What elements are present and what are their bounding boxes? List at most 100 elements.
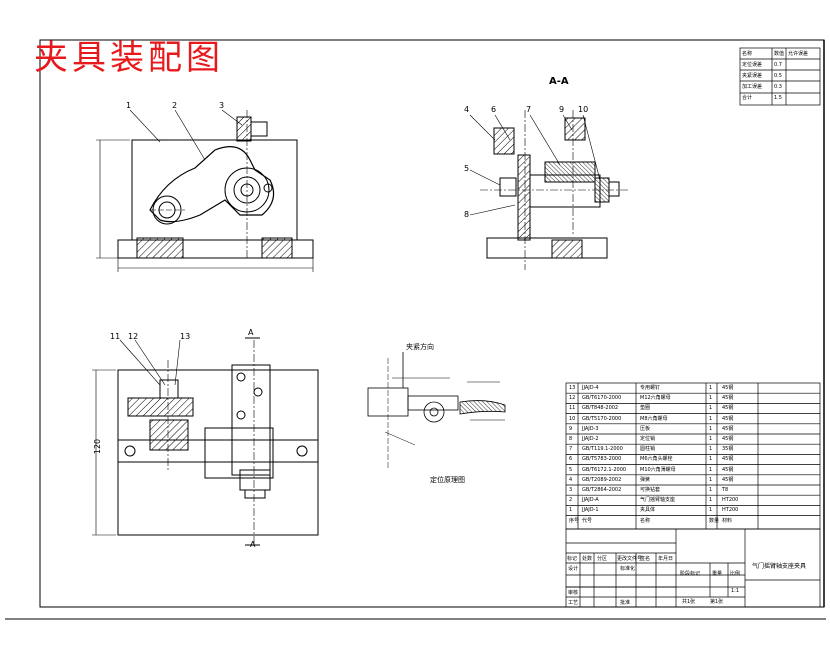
bom-cell: 垫圈 <box>640 405 651 412</box>
signature-label: 签名 <box>640 556 651 562</box>
bom-header-cell: 代号 <box>582 517 593 524</box>
bom-cell: JJAJD-3 <box>582 425 599 432</box>
bom-cell: 弹簧 <box>640 476 651 483</box>
bom-cell: HT200 <box>722 497 739 504</box>
bom-cell: M8六角螺母 <box>640 415 668 422</box>
bom-cell: 9 <box>569 425 573 432</box>
bom-cell: 1 <box>709 446 713 453</box>
callout-4: 4 <box>464 105 470 114</box>
bom-cell: 45钢 <box>722 415 734 422</box>
sheets-label: 共1张 <box>682 599 696 605</box>
bom-cell: 7 <box>569 446 573 453</box>
bom-cell: GB/T5783-2000 <box>582 456 622 463</box>
bom-cell: 1 <box>709 456 713 463</box>
bom-cell: GB/T119.1-2000 <box>582 446 623 453</box>
drawing-name: 气门摇臂轴支座夹具 <box>752 563 807 570</box>
section-marker-top: A <box>248 328 254 337</box>
section-view <box>469 110 630 270</box>
tolerance-cell: 合计 <box>742 95 753 101</box>
bom-cell: GB/T6172.1-2000 <box>582 466 627 473</box>
tolerance-cell: 0.3 <box>774 84 782 90</box>
locating-diagram-label: 定位原理图 <box>430 476 465 484</box>
bom-cell: 4 <box>569 476 573 483</box>
date-label: 年月日 <box>658 556 674 562</box>
bom-cell: 2 <box>569 497 573 504</box>
tolerance-cell: 定位误差 <box>742 62 763 68</box>
stage-label: 阶段标记 <box>680 571 701 577</box>
front-view <box>96 109 314 272</box>
bom-cell: HT200 <box>722 507 739 514</box>
bom-cell: 1 <box>709 476 713 483</box>
bom-cell: M10六角薄螺母 <box>640 466 676 473</box>
bom-cell: 1 <box>709 466 713 473</box>
bom-cell: 10 <box>569 415 576 422</box>
callout-5: 5 <box>464 164 470 173</box>
outer-frame <box>39 39 825 608</box>
bom-cell: 1 <box>709 385 713 391</box>
bom-cell: 专用螺钉 <box>640 385 661 391</box>
bom-cell: 压板 <box>640 425 651 432</box>
review-label: 审核 <box>568 590 579 596</box>
bom-cell: 6 <box>569 456 573 463</box>
bom-cell: 1 <box>709 436 713 442</box>
dimension-120: 120 <box>93 438 103 455</box>
scale-value: 1:1 <box>731 588 740 594</box>
bom-cell: T8 <box>722 487 729 493</box>
tolerance-cell: 0.7 <box>774 62 782 68</box>
callout-2: 2 <box>172 101 178 110</box>
bom-cell: 12 <box>569 395 576 402</box>
bom-cell: 8 <box>569 436 573 442</box>
bom-header-cell: 名称 <box>640 517 651 524</box>
standard-label: 标准化 <box>620 566 636 572</box>
bom-cell: JJAJD-2 <box>582 436 599 442</box>
tolerance-cell: 1.5 <box>774 95 782 101</box>
bom-cell: 1 <box>709 487 713 493</box>
bom-cell: 11 <box>569 405 576 412</box>
process-label: 工艺 <box>568 600 579 606</box>
bom-cell: JJAJD-1 <box>582 507 599 514</box>
bom-cell: 可换钻套 <box>640 487 661 493</box>
callout-6: 6 <box>491 105 497 114</box>
bom-cell: 1 <box>709 507 713 514</box>
bom-cell: 45钢 <box>722 436 734 442</box>
bom-cell: 45钢 <box>722 405 734 412</box>
bom-header-cell: 材料 <box>722 517 733 524</box>
count-label: 处数 <box>582 556 593 562</box>
tolerance-header: 数值 <box>774 51 785 57</box>
bom-cell: GB/T2089-2002 <box>582 476 622 483</box>
bom-cell: 45钢 <box>722 476 734 483</box>
locating-diagram <box>367 352 506 470</box>
bom-cell: GB/T5170-2000 <box>582 415 622 422</box>
tolerance-header: 名称 <box>742 51 753 57</box>
bom-cell: 1 <box>709 395 713 402</box>
bom-cell: JJAJD-A <box>582 497 599 504</box>
clamp-direction-label: 夹紧方向 <box>406 343 434 351</box>
bom-cell: 45钢 <box>722 456 734 463</box>
top-view <box>92 337 319 546</box>
callout-8: 8 <box>464 210 470 219</box>
callout-11: 11 <box>110 332 121 341</box>
bom-cell: 圆柱销 <box>640 446 656 453</box>
callout-9: 9 <box>559 105 565 114</box>
bom-cell: 夹具体 <box>640 507 656 514</box>
bom-cell: M12六角螺母 <box>640 395 671 402</box>
callout-13: 13 <box>180 332 191 341</box>
bom-grid <box>565 382 821 530</box>
tolerance-cell: 0.5 <box>774 73 782 79</box>
bom-cell: 45钢 <box>722 385 734 391</box>
tolerance-header: 允许误差 <box>788 51 809 57</box>
title-block-grid <box>565 528 821 608</box>
bom-cell: 1 <box>569 507 573 514</box>
bom-header-cell: 序号 <box>569 517 580 524</box>
bom-cell: 5 <box>569 466 573 473</box>
bom-cell: 1 <box>709 405 713 412</box>
bom-cell: 45钢 <box>722 395 734 402</box>
bom-header-cell: 数量 <box>709 517 720 524</box>
callout-12: 12 <box>128 332 139 341</box>
bom-cell: 45钢 <box>722 466 734 473</box>
bom-cell: GB/T6170-2000 <box>582 395 622 402</box>
designer-label: 设计 <box>568 566 579 572</box>
bom-cell: GB/T2864-2002 <box>582 487 622 493</box>
callout-10: 10 <box>578 105 589 114</box>
